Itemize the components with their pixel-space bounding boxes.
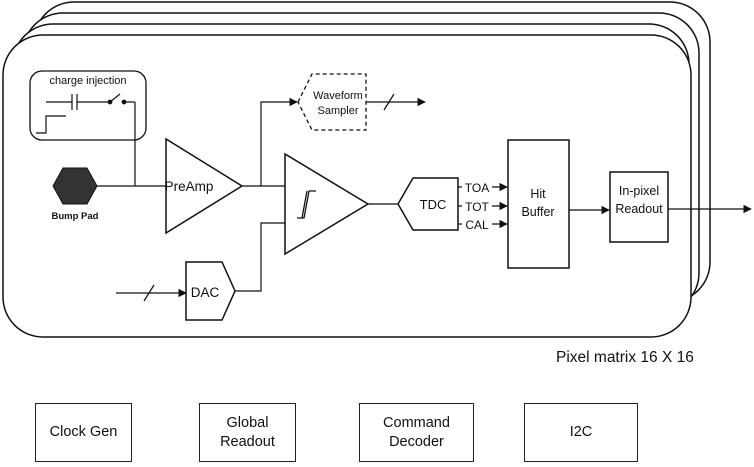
discriminator-triangle	[284, 152, 370, 256]
capacitor-switch-icon	[46, 93, 136, 186]
sampler-bus-slash	[383, 93, 395, 111]
matrix-label: Pixel matrix 16 X 16	[556, 349, 694, 366]
in-pixel-readout-label-2: Readout	[615, 202, 663, 216]
waveform-sampler-shape	[297, 73, 367, 131]
bump-pad-label: Bump Pad	[52, 211, 99, 222]
global-readout-block: Global Readout	[199, 403, 296, 462]
clock-gen-block: Clock Gen	[35, 403, 132, 462]
hysteresis-icon	[297, 190, 316, 219]
hit-buffer-label-2: Buffer	[521, 205, 554, 219]
waveform-sampler-label-2: Sampler	[318, 105, 359, 117]
charge-injection-box	[29, 70, 147, 141]
tdc-shape	[397, 177, 459, 231]
in-pixel-readout-box	[609, 171, 669, 243]
tot-label: TOT	[465, 200, 489, 214]
in-pixel-readout-label-1: In-pixel	[619, 184, 659, 198]
dac-output-wire	[235, 222, 285, 292]
preamp-label: PreAmp	[165, 179, 214, 194]
dac-shape	[185, 261, 236, 321]
cal-label: CAL	[465, 218, 489, 232]
pulse-shape	[36, 115, 66, 134]
hit-buffer-label-1: Hit	[530, 187, 546, 201]
dac-label: DAC	[191, 285, 220, 300]
bump-pad-icon	[52, 167, 98, 205]
i2c-block: I2C	[524, 403, 638, 462]
tdc-label: TDC	[420, 197, 447, 212]
command-decoder-block: Command Decoder	[359, 403, 474, 462]
hit-buffer-box	[507, 139, 570, 269]
waveform-sampler-label-1: Waveform	[313, 90, 363, 102]
dac-bus-slash	[143, 284, 155, 302]
toa-label: TOA	[465, 181, 489, 195]
charge-injection-label: charge injection	[49, 75, 126, 87]
sampler-feed-wire	[260, 97, 298, 186]
preamp-triangle	[165, 137, 244, 235]
